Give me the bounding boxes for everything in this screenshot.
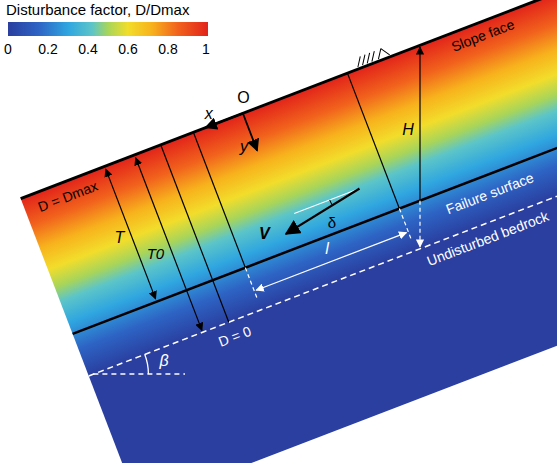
height-dimension <box>419 201 420 247</box>
dimension-label: T <box>114 229 124 247</box>
bedrock-line <box>89 143 557 376</box>
tick-label: 0.6 <box>118 42 137 57</box>
ground-hatch <box>355 46 390 67</box>
angle-label: δ <box>328 214 336 231</box>
failure-surface <box>73 101 557 334</box>
height-dimension <box>419 47 420 201</box>
block-boundary <box>193 132 245 267</box>
slope-body <box>17 0 557 463</box>
length-dimension <box>256 233 406 291</box>
origin-label: O <box>237 89 249 107</box>
block-extension <box>245 268 257 299</box>
disturbance-line <box>161 145 229 322</box>
tick-label: 1 <box>202 42 210 57</box>
axis-label: x <box>205 105 213 123</box>
surface-label: Failure surface <box>444 170 536 218</box>
velocity-label: V <box>259 225 270 243</box>
colorbar <box>8 22 208 36</box>
velocity-arrow <box>280 188 365 233</box>
dimension-label: H <box>402 121 414 139</box>
tick-label: 0.8 <box>158 42 177 57</box>
tick-label: 0.4 <box>78 42 97 57</box>
thickness-dimension <box>136 158 202 331</box>
slope-face <box>21 0 557 199</box>
tick-label: 0.2 <box>38 42 57 57</box>
tick-label: 0 <box>4 42 12 57</box>
boundary-label: D = Dmax <box>36 179 100 216</box>
angle-label: β <box>159 352 168 370</box>
bedrock-zone <box>89 143 557 463</box>
colorbar-title: Disturbance factor, D/Dmax <box>6 2 189 19</box>
horizontal-line <box>93 373 185 374</box>
angle-arc <box>145 354 149 374</box>
axis-label: y <box>240 138 248 156</box>
dimension-label: l <box>325 240 329 258</box>
block-boundary <box>347 73 399 208</box>
dimension-label: T0 <box>147 246 165 263</box>
boundary-label: D = 0 <box>216 324 253 351</box>
surface-label: Undisturbed bedrock <box>425 208 551 269</box>
surface-label: Slope face <box>449 17 516 55</box>
